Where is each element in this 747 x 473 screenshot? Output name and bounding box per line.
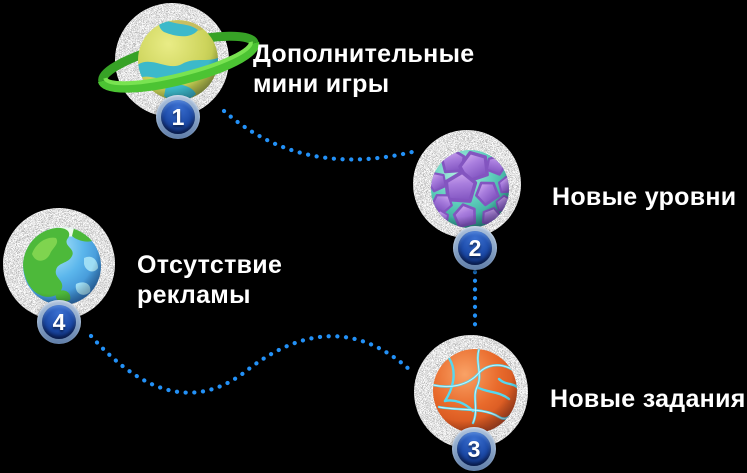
label-node-4: Отсутствие рекламы: [137, 250, 282, 310]
badge-node-1: 1: [156, 95, 200, 139]
label-node-1-line2: мини игры: [253, 70, 390, 98]
planet-4-shading: [23, 227, 101, 305]
planet-3-cracked-icon: [433, 349, 517, 433]
badge-number-4: 4: [52, 308, 66, 335]
planet-3-shading: [433, 349, 517, 433]
badge-node-2: 2: [453, 226, 497, 270]
badge-node-4-inner: 4: [42, 305, 76, 339]
badge-number-3: 3: [467, 435, 481, 462]
badge-node-4: 4: [37, 300, 81, 344]
planet-ring-front: [97, 41, 260, 93]
label-node-4-line1: Отсутствие: [137, 251, 283, 279]
label-node-1-line1: Дополнительные: [253, 40, 475, 68]
label-node-1: Дополнительные мини игры: [253, 39, 474, 99]
badge-number-2: 2: [468, 234, 482, 261]
planet-1-ringed-icon: [97, 20, 260, 100]
label-node-2-line1: Новые уровни: [552, 183, 737, 211]
badge-node-3-inner: 3: [457, 432, 491, 466]
planet-ring-highlight: [103, 41, 253, 86]
connector-4-to-3: [88, 333, 414, 395]
planet-2-shading: [431, 150, 509, 228]
planet-4-earth-icon: [23, 227, 101, 305]
planet-2-crystal-icon: [431, 150, 509, 228]
badge-node-1-inner: 1: [161, 100, 195, 134]
badge-node-3: 3: [452, 427, 496, 471]
label-node-2: Новые уровни: [552, 182, 736, 212]
connector-1-to-2: [221, 108, 415, 162]
label-node-4-line2: рекламы: [137, 281, 251, 309]
label-node-3-line1: Новые задания: [550, 385, 746, 413]
label-node-3: Новые задания: [550, 384, 746, 414]
badge-number-1: 1: [171, 103, 185, 130]
badge-node-2-inner: 2: [458, 231, 492, 265]
